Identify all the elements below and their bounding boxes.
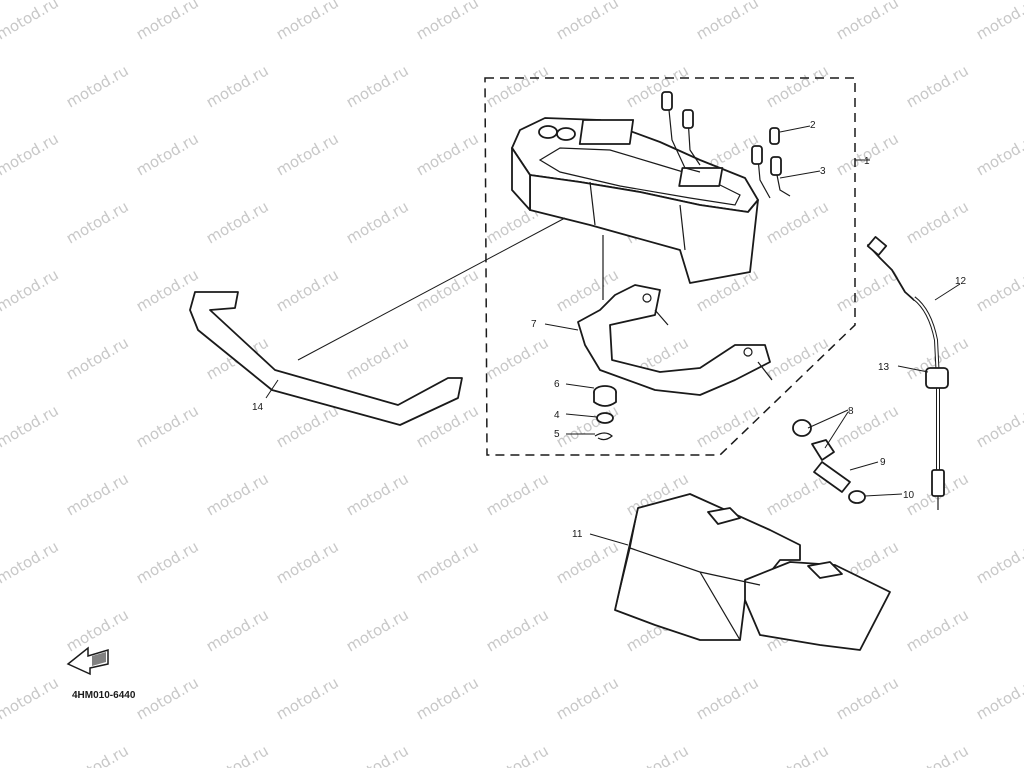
front-arrow-icon	[66, 646, 109, 676]
watermark-text: motod.ru	[833, 401, 902, 451]
callout-13: 13	[878, 362, 890, 373]
watermark-text: motod.ru	[343, 741, 412, 768]
callout-9: 9	[880, 457, 886, 468]
watermark-text: motod.ru	[343, 197, 412, 247]
callout-10: 10	[903, 490, 915, 501]
watermark-text: motod.ru	[903, 61, 972, 111]
watermark-text: motod.ru	[203, 197, 272, 247]
watermark-text: motod.ru	[273, 401, 342, 451]
watermark-text: motod.ru	[973, 537, 1024, 587]
callout-numbers: 1 2 3 4 5 6 7 8 9 10 11 12 13 14	[252, 120, 967, 540]
watermark-text: motod.ru	[623, 61, 692, 111]
watermark-text: motod.ru	[553, 0, 622, 43]
watermark-text: motod.ru	[133, 0, 202, 43]
watermark-text: motod.ru	[63, 197, 132, 247]
watermark-text: motod.ru	[833, 0, 902, 43]
watermark-text: motod.ru	[133, 537, 202, 587]
watermark-text: motod.ru	[483, 333, 552, 383]
callout-8: 8	[848, 406, 854, 417]
watermark-text: motod.ru	[763, 61, 832, 111]
watermark-text: motod.ru	[413, 129, 482, 179]
callout-12: 12	[955, 276, 967, 287]
watermark-text: motod.ru	[763, 197, 832, 247]
watermark-text: motod.ru	[553, 673, 622, 723]
watermark-text: motod.ru	[63, 469, 132, 519]
watermark-text: motod.ru	[413, 265, 482, 315]
callout-1: 1	[864, 156, 870, 167]
watermark-text: motod.ru	[763, 741, 832, 768]
diagram-code: 4HM010-6440	[72, 690, 136, 701]
watermark-text: motod.ru	[623, 741, 692, 768]
watermark-text: motod.ru	[833, 129, 902, 179]
watermark-text: motod.ru	[973, 401, 1024, 451]
watermark-text: motod.ru	[693, 0, 762, 43]
watermark-text: motod.ru	[483, 469, 552, 519]
watermark-text: motod.ru	[203, 61, 272, 111]
watermark-text: motod.ru	[203, 605, 272, 655]
watermark-text: motod.ru	[413, 673, 482, 723]
callout-5: 5	[554, 429, 560, 440]
watermark-text: motod.ru	[343, 605, 412, 655]
watermark-text: motod.ru	[903, 605, 972, 655]
assembly-boundary	[484, 77, 856, 456]
callout-14: 14	[252, 402, 264, 413]
callout-7: 7	[531, 319, 537, 330]
callout-3: 3	[820, 166, 826, 177]
watermark-text: motod.ru	[133, 401, 202, 451]
watermark-text: motod.ru	[413, 0, 482, 43]
watermark-text: motod.ru	[973, 265, 1024, 315]
small-parts	[593, 385, 617, 441]
watermark-text: motod.ru	[133, 129, 202, 179]
watermark-text: motod.ru	[273, 129, 342, 179]
watermark-text: motod.ru	[483, 605, 552, 655]
watermark-text: motod.ru	[413, 537, 482, 587]
watermark-text: motod.ru	[903, 197, 972, 247]
meter-assembly	[511, 91, 791, 300]
damper-parts	[792, 419, 866, 504]
leader-lines	[265, 125, 961, 546]
watermark-text: motod.ru	[693, 673, 762, 723]
watermark-text: motod.ru	[273, 265, 342, 315]
watermark-text: motod.ru	[483, 61, 552, 111]
watermark-text: motod.ru	[273, 0, 342, 43]
watermark-text: motod.ru	[973, 129, 1024, 179]
watermark-text: motod.ru	[203, 741, 272, 768]
watermark-text: motod.ru	[203, 469, 272, 519]
watermark-text: motod.ru	[273, 673, 342, 723]
watermark-text: motod.ru	[0, 673, 62, 723]
watermark-text: motod.ru	[553, 537, 622, 587]
watermark-text: motod.ru	[0, 0, 62, 43]
meter-cover	[614, 493, 891, 651]
watermark-text: motod.ru	[0, 401, 62, 451]
speedometer-cable	[866, 236, 949, 510]
guard-bar	[189, 291, 463, 426]
watermark-text: motod.ru	[133, 673, 202, 723]
bracket	[577, 284, 773, 396]
watermark-text: motod.ru	[903, 741, 972, 768]
watermark-text: motod.ru	[483, 741, 552, 768]
watermark-text: motod.ru	[833, 673, 902, 723]
watermark-text: motod.ru	[0, 129, 62, 179]
watermark-text: motod.ru	[973, 673, 1024, 723]
callout-4: 4	[554, 410, 560, 421]
watermark-text: motod.ru	[63, 741, 132, 768]
watermark-text: motod.ru	[63, 605, 132, 655]
watermark-text: motod.ru	[0, 265, 62, 315]
watermark-text: motod.ru	[343, 333, 412, 383]
callout-6: 6	[554, 379, 560, 390]
callout-2: 2	[810, 120, 816, 131]
watermark-text: motod.ru	[343, 61, 412, 111]
watermark-text: motod.ru	[833, 265, 902, 315]
watermark-text: motod.ru	[553, 401, 622, 451]
callout-11: 11	[572, 529, 583, 540]
watermark-text: motod.ru	[273, 537, 342, 587]
watermark-text: motod.ru	[63, 333, 132, 383]
watermark-text: motod.ru	[0, 537, 62, 587]
watermark-text: motod.ru	[343, 469, 412, 519]
watermark-text: motod.ru	[693, 401, 762, 451]
watermark-text: motod.ru	[63, 61, 132, 111]
watermark-text: motod.ru	[973, 0, 1024, 43]
